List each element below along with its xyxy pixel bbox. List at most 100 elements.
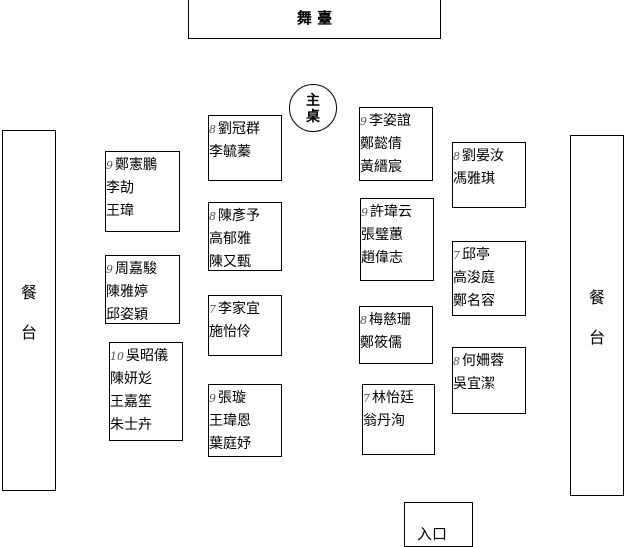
buffet-right: 餐 台 <box>570 135 624 496</box>
guest-name: 葉庭妤 <box>209 436 251 452</box>
guest-name: 何姍蓉 <box>462 353 504 369</box>
guest-name: 王瑋 <box>106 203 134 219</box>
guest-name: 吳宜潔 <box>453 376 495 392</box>
head-table: 主 桌 <box>289 84 337 132</box>
guest-line: 趙偉志 <box>361 247 433 270</box>
guest-line: 鄭懿倩 <box>360 133 432 156</box>
guest-count: 8 <box>453 355 460 368</box>
guest-name: 吳昭儀 <box>126 348 168 364</box>
guest-count: 9 <box>360 115 367 128</box>
head-table-label-2: 桌 <box>306 109 320 125</box>
guest-name: 林怡廷 <box>372 390 414 406</box>
guest-count: 8 <box>209 210 216 223</box>
guest-name: 邱姿穎 <box>106 307 148 323</box>
stage: 舞 臺 <box>188 0 441 39</box>
guest-line: 施怡伶 <box>209 321 281 344</box>
guest-name: 陳又甄 <box>209 254 251 270</box>
guest-name: 張璇 <box>218 390 246 406</box>
buffet-right-label-1: 餐 <box>588 287 605 307</box>
guest-name: 趙偉志 <box>361 250 403 266</box>
guest-name: 劉晏汝 <box>462 148 504 164</box>
guest-line: 吳宜潔 <box>453 373 525 396</box>
guest-line: 高浚庭 <box>453 267 525 290</box>
guest-name: 陳彥予 <box>218 208 260 224</box>
entrance: 入口 <box>404 502 473 547</box>
guest-name: 梅慈珊 <box>369 312 411 328</box>
guest-line: 陳妍彣 <box>110 368 182 391</box>
buffet-right-label-2: 台 <box>588 327 605 347</box>
guest-name: 馮雅琪 <box>453 171 495 187</box>
guest-name: 許瑋云 <box>370 204 412 220</box>
guest-name: 鄭筱儒 <box>360 335 402 351</box>
guest-line: 陳雅婷 <box>106 281 179 304</box>
guest-line: 王嘉笙 <box>110 391 182 414</box>
guest-name: 周嘉駿 <box>115 261 157 277</box>
guest-name: 翁丹洵 <box>363 413 405 429</box>
guest-line: 張璧蕙 <box>361 224 433 247</box>
guest-name: 鄭名容 <box>453 293 495 309</box>
guest-line: 葉庭妤 <box>209 433 281 456</box>
guest-name: 李家宜 <box>218 301 260 317</box>
buffet-left: 餐 台 <box>2 130 56 491</box>
guest-name: 李毓蓁 <box>209 144 251 160</box>
guest-line: 陳又甄 <box>209 251 281 274</box>
guest-line: 王瑋 <box>106 200 179 223</box>
guest-name: 王嘉笙 <box>110 394 152 410</box>
guest-count: 9 <box>106 159 113 172</box>
guest-count: 8 <box>453 150 460 163</box>
guest-name: 王瑋恩 <box>209 413 251 429</box>
guest-count: 8 <box>360 314 367 327</box>
guest-name: 鄭憲鵬 <box>115 157 157 173</box>
guest-name: 陳雅婷 <box>106 284 148 300</box>
guest-name: 李劼 <box>106 180 134 196</box>
guest-name: 朱士卉 <box>110 417 152 433</box>
guest-count: 7 <box>453 249 460 262</box>
guest-name: 邱亭 <box>462 247 490 263</box>
guest-name: 李姿誼 <box>369 113 411 129</box>
guest-line: 鄭名容 <box>453 290 525 313</box>
guest-name: 高郁雅 <box>209 231 251 247</box>
guest-name: 鄭懿倩 <box>360 136 402 152</box>
head-table-label-1: 主 <box>306 93 320 109</box>
stage-label: 舞 臺 <box>296 9 333 27</box>
guest-name: 劉冠群 <box>218 121 260 137</box>
guest-name: 黃縉宸 <box>360 159 402 175</box>
guest-line: 朱士卉 <box>110 414 182 437</box>
guest-line: 黃縉宸 <box>360 156 432 179</box>
guest-line: 李劼 <box>106 177 179 200</box>
guest-line: 邱姿穎 <box>106 304 179 327</box>
guest-count: 7 <box>209 303 216 316</box>
guest-line: 鄭筱儒 <box>360 332 432 355</box>
guest-count: 9 <box>361 206 368 219</box>
guest-name: 高浚庭 <box>453 270 495 286</box>
guest-name: 施怡伶 <box>209 324 251 340</box>
guest-name: 陳妍彣 <box>110 371 152 387</box>
buffet-left-label-2: 台 <box>20 322 37 342</box>
guest-count: 9 <box>106 263 113 276</box>
